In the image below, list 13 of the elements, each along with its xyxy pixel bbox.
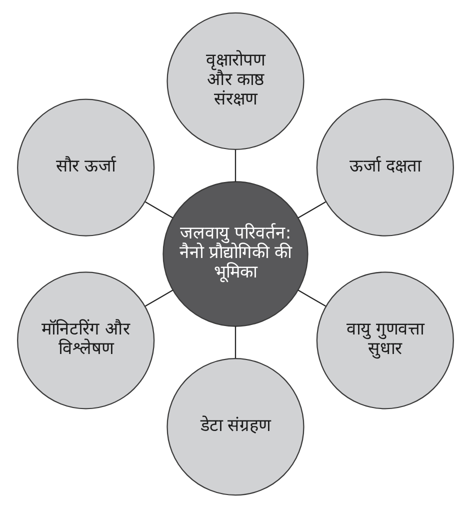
node-circle: जलवायु परिवर्तन: नैनो प्रौद्योगिकी की भूमिका [162, 181, 308, 327]
node-circle: डेटा संग्रहण [166, 358, 304, 496]
node-circle: वृक्षारोपण और काष्ठ संरक्षण [166, 12, 304, 150]
connector [297, 290, 326, 307]
connector [144, 290, 173, 307]
connector [144, 201, 173, 218]
node-circle: ऊर्जा दक्षता [316, 98, 454, 236]
connector [234, 326, 236, 358]
node-circle: वायु गुणवत्ता सुधार [316, 272, 454, 410]
connector [234, 150, 236, 182]
node-circle: मॉनिटरिंग और विश्लेषण [16, 272, 154, 410]
connector [297, 201, 326, 218]
node-circle: सौर ऊर्जा [16, 98, 154, 236]
